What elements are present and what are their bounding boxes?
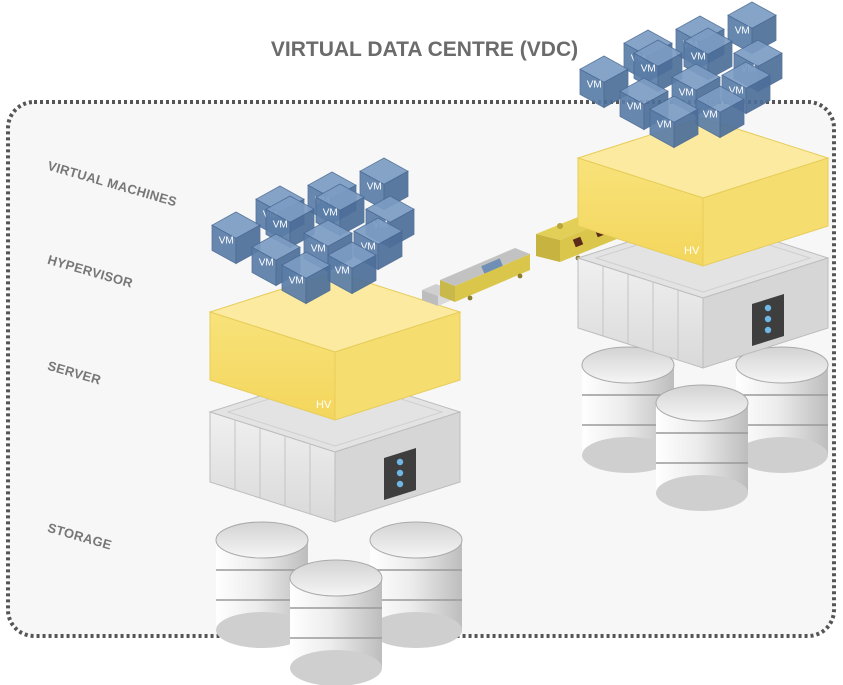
right-hv-label: HV: [684, 245, 700, 257]
vm-label: VM: [219, 235, 234, 246]
vm-label: VM: [367, 181, 382, 192]
vm-label: VM: [273, 219, 288, 230]
storage-disk-icon: [735, 346, 829, 473]
vm-label: VM: [729, 85, 744, 96]
vm-label: VM: [703, 109, 718, 120]
vm-label: VM: [641, 63, 656, 74]
vm-label: VM: [311, 243, 326, 254]
left-storage: [215, 521, 463, 685]
vm-label: VM: [323, 207, 338, 218]
vm-label: VM: [335, 265, 350, 276]
vm-cube-icon: VM: [315, 183, 365, 237]
vm-cube-icon: VM: [265, 195, 315, 249]
right-vm-cluster: VMVMVMVMVMVMVMVMVMVMVMVM: [579, 1, 783, 149]
vm-label: VM: [587, 79, 602, 90]
diagram-title: VIRTUAL DATA CENTRE (VDC): [270, 38, 579, 61]
vm-label: VM: [691, 51, 706, 62]
storage-disk-icon: [655, 384, 749, 511]
vm-label: VM: [259, 257, 274, 268]
left-vm-cluster: VMVMVMVMVMVMVMVMVMVMVMVM: [211, 157, 415, 305]
vm-label: VM: [627, 101, 642, 112]
vm-label: VM: [735, 25, 750, 36]
right-hypervisor: HV: [576, 117, 830, 267]
left-hv-label: HV: [316, 399, 332, 411]
vm-cube-icon: VM: [211, 211, 261, 265]
vm-cube-icon: VM: [353, 217, 403, 271]
left-hypervisor: HV: [208, 271, 462, 421]
right-storage: [581, 346, 829, 511]
vm-label: VM: [679, 87, 694, 98]
vm-label: VM: [289, 275, 304, 286]
vm-cube-icon: VM: [649, 95, 699, 149]
storage-disk-icon: [289, 559, 383, 685]
vm-cube-icon: VM: [281, 251, 331, 305]
vm-label: VM: [657, 119, 672, 130]
storage-disk-icon: [369, 521, 463, 648]
vm-cube-icon: VM: [695, 85, 745, 139]
vm-cube-icon: VM: [359, 157, 409, 211]
vm-label: VM: [361, 241, 376, 252]
